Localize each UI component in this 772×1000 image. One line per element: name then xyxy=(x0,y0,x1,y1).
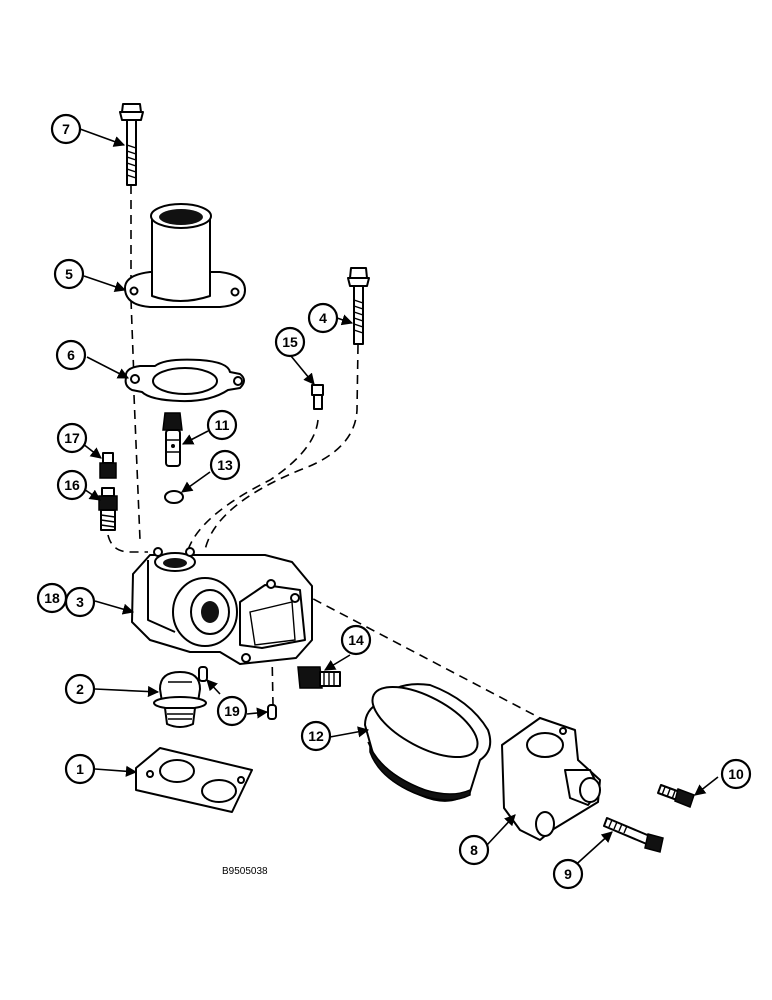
callout-6-label: 6 xyxy=(67,347,75,363)
part-14-fitting xyxy=(297,666,341,689)
callout-19: 19 xyxy=(216,695,248,727)
callout-3-label: 3 xyxy=(76,594,84,610)
callout-5: 5 xyxy=(53,258,85,290)
callout-10: 10 xyxy=(720,758,752,790)
callout-19-label: 19 xyxy=(224,703,240,719)
part-16-sender xyxy=(98,487,118,531)
callout-2-label: 2 xyxy=(76,681,84,697)
callout-4: 4 xyxy=(307,302,339,334)
part-7-bolt xyxy=(119,103,144,186)
part-3-thermostat-housing xyxy=(131,547,313,665)
part-19-dowel-pins xyxy=(198,666,277,720)
callout-10-label: 10 xyxy=(728,766,744,782)
part-17-plug xyxy=(99,452,117,479)
callout-1-label: 1 xyxy=(76,761,84,777)
callout-6: 6 xyxy=(55,339,87,371)
part-12-filter xyxy=(364,683,492,802)
part-2-thermostat xyxy=(153,671,207,728)
callout-17: 17 xyxy=(56,422,88,454)
reference-code: B9505038 xyxy=(222,866,268,877)
callout-8: 8 xyxy=(458,834,490,866)
part-5-outlet-pipe xyxy=(124,203,246,308)
callout-2: 2 xyxy=(64,673,96,705)
callout-7: 7 xyxy=(50,113,82,145)
callout-18: 18 xyxy=(36,582,68,614)
part-8-filter-head xyxy=(501,717,601,841)
callout-14: 14 xyxy=(340,624,372,656)
callout-11: 11 xyxy=(206,409,238,441)
callout-7-label: 7 xyxy=(62,121,70,137)
callout-15-label: 15 xyxy=(282,334,298,350)
callout-1: 1 xyxy=(64,753,96,785)
callout-9: 9 xyxy=(552,858,584,890)
callout-9-label: 9 xyxy=(564,866,572,882)
callout-8-label: 8 xyxy=(470,842,478,858)
callout-3: 3 xyxy=(64,586,96,618)
part-6-gasket xyxy=(124,358,245,403)
part-11-sensor xyxy=(162,412,183,467)
callout-5-label: 5 xyxy=(65,266,73,282)
part-4-bolt xyxy=(347,267,370,345)
part-15-fitting xyxy=(311,384,324,410)
part-1-gasket xyxy=(135,747,253,813)
callout-16: 16 xyxy=(56,469,88,501)
callout-18-label: 18 xyxy=(44,590,60,606)
callout-4-label: 4 xyxy=(319,310,327,326)
callout-12: 12 xyxy=(300,720,332,752)
callout-14-label: 14 xyxy=(348,632,364,648)
part-13-o-ring xyxy=(164,490,184,504)
callout-11-label: 11 xyxy=(215,417,230,433)
callout-17-label: 17 xyxy=(64,430,80,446)
callout-13-label: 13 xyxy=(217,457,233,473)
part-10-screw xyxy=(657,784,695,808)
leader-lines xyxy=(77,128,719,871)
part-9-screw xyxy=(603,817,664,853)
callout-12-label: 12 xyxy=(308,728,324,744)
callout-13: 13 xyxy=(209,449,241,481)
callout-16-label: 16 xyxy=(64,477,80,493)
callout-15: 15 xyxy=(274,326,306,358)
